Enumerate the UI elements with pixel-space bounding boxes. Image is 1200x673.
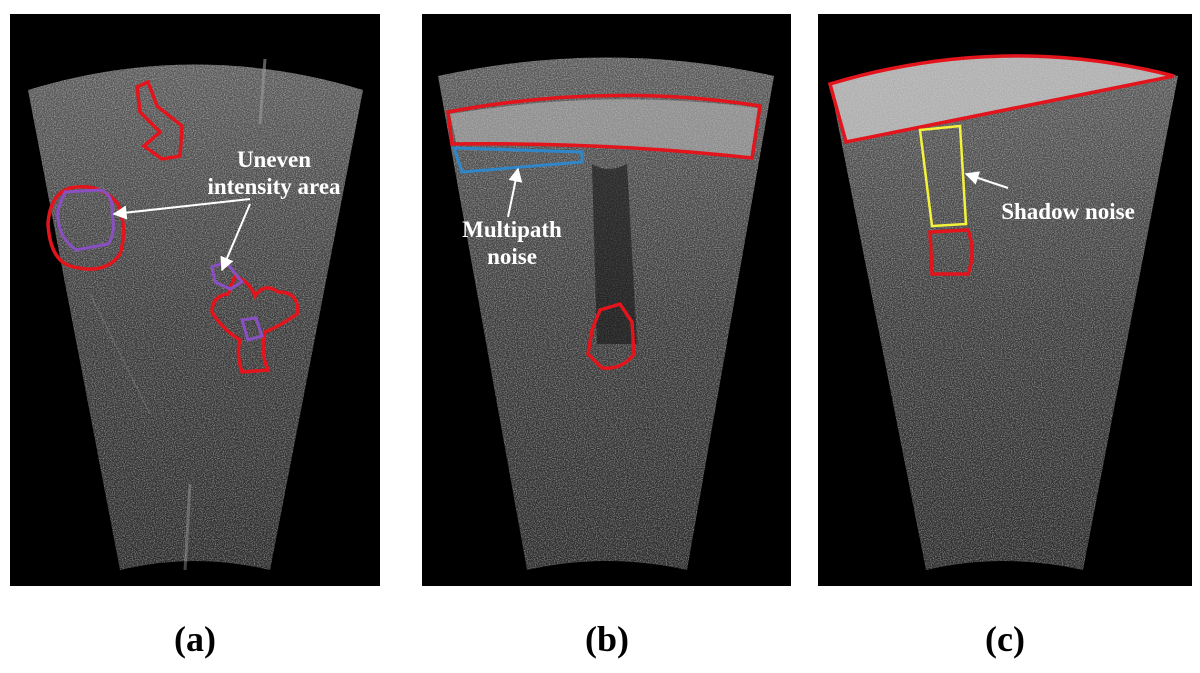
shadow-region-outline [918,124,968,228]
target-region-outline [827,54,1175,145]
label-line-1: Multipath [462,217,562,242]
speckle-texture [830,56,1178,570]
target-region-outline [446,93,762,160]
speckle-texture [28,64,363,570]
caption-a: (a) [174,619,216,659]
label-line-1: Shadow noise [1001,199,1135,224]
target-region-outline [135,79,184,161]
uneven-region-outline [56,188,115,252]
uneven-intensity-label: Uneven intensity area [174,146,374,200]
multipath-region-outline [451,146,584,174]
label-line-2: noise [487,244,537,269]
multipath-noise-label: Multipath noise [432,216,592,270]
target-region-outline [46,185,126,271]
arrow [507,167,523,218]
caption-b: (b) [585,619,629,659]
arrow [964,171,1009,189]
sector-image-c [827,54,1178,570]
uneven-region-outline [240,316,264,342]
target-region-outline [586,301,636,370]
shadow-noise-label: Shadow noise [978,198,1158,225]
bright-band [830,55,1174,143]
ultrasound-panel-c: Shadow noise [818,14,1192,586]
label-line-2: intensity area [207,174,341,199]
sector-image-a [28,58,363,571]
target-region-outline [928,228,974,276]
ultrasound-panel-a: Uneven intensity area [10,14,380,586]
sector-image-b [438,57,774,570]
caption-c: (c) [985,619,1025,659]
shadow-area [592,164,637,344]
arrow [220,203,251,272]
bright-band [450,99,758,159]
label-line-1: Uneven [236,147,312,172]
arrow [112,198,251,220]
ultrasound-panel-b: Multipath noise [422,14,791,586]
target-region-outline [210,273,300,374]
